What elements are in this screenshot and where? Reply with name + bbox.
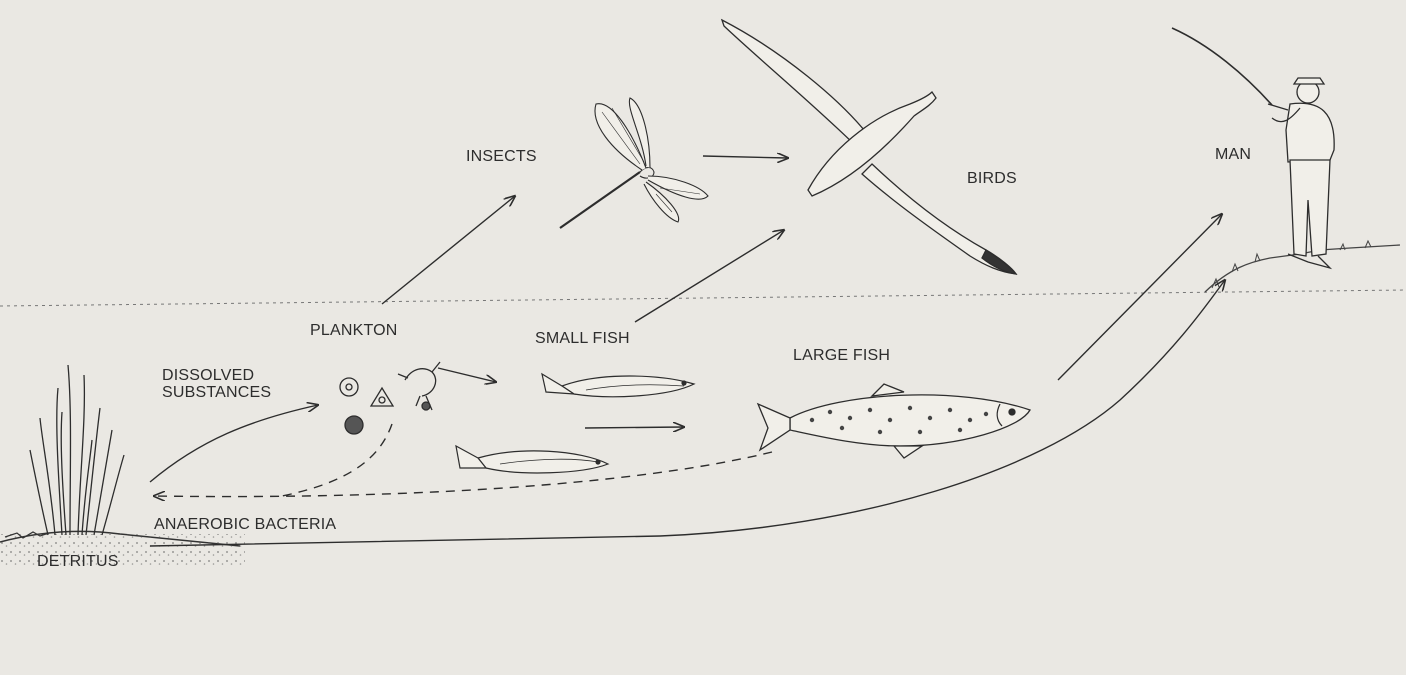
label-anaerobic-bacteria: ANAEROBIC BACTERIA — [154, 516, 336, 533]
arrow-plankton-to-smallfish — [438, 368, 496, 382]
label-large-fish: LARGE FISH — [793, 347, 890, 364]
arrow-plankton-return-dashed — [282, 424, 392, 496]
large-fish — [758, 384, 1030, 458]
dragonfly-illustration — [560, 98, 708, 228]
small-fish-1 — [542, 374, 694, 397]
label-dissolved-line2: SUBSTANCES — [162, 384, 271, 401]
label-detritus: DETRITUS — [37, 553, 119, 570]
label-dissolved-substances: DISSOLVED SUBSTANCES — [162, 367, 271, 401]
arrow-smallfish-to-birds — [635, 230, 784, 322]
water-surface-line — [0, 290, 1406, 306]
label-plankton: PLANKTON — [310, 322, 398, 339]
plankton-organisms — [340, 362, 440, 434]
small-fish-2 — [456, 446, 608, 473]
arrow-detritus-to-dissolved — [150, 405, 318, 482]
label-man: MAN — [1215, 146, 1251, 163]
label-small-fish: SMALL FISH — [535, 330, 630, 347]
arrow-largefish-to-man — [1058, 214, 1222, 380]
label-insects: INSECTS — [466, 148, 537, 165]
bird-illustration — [722, 20, 1016, 274]
seaweed-plant — [30, 365, 124, 535]
label-birds: BIRDS — [967, 170, 1017, 187]
fisherman-man — [1172, 28, 1334, 268]
arrow-detritus-to-man — [150, 280, 1225, 546]
label-dissolved-line1: DISSOLVED — [162, 367, 271, 384]
arrow-smallfish-to-largefish — [585, 427, 684, 428]
arrow-plankton-to-insects — [382, 196, 515, 304]
arrow-insects-to-birds — [703, 156, 788, 158]
